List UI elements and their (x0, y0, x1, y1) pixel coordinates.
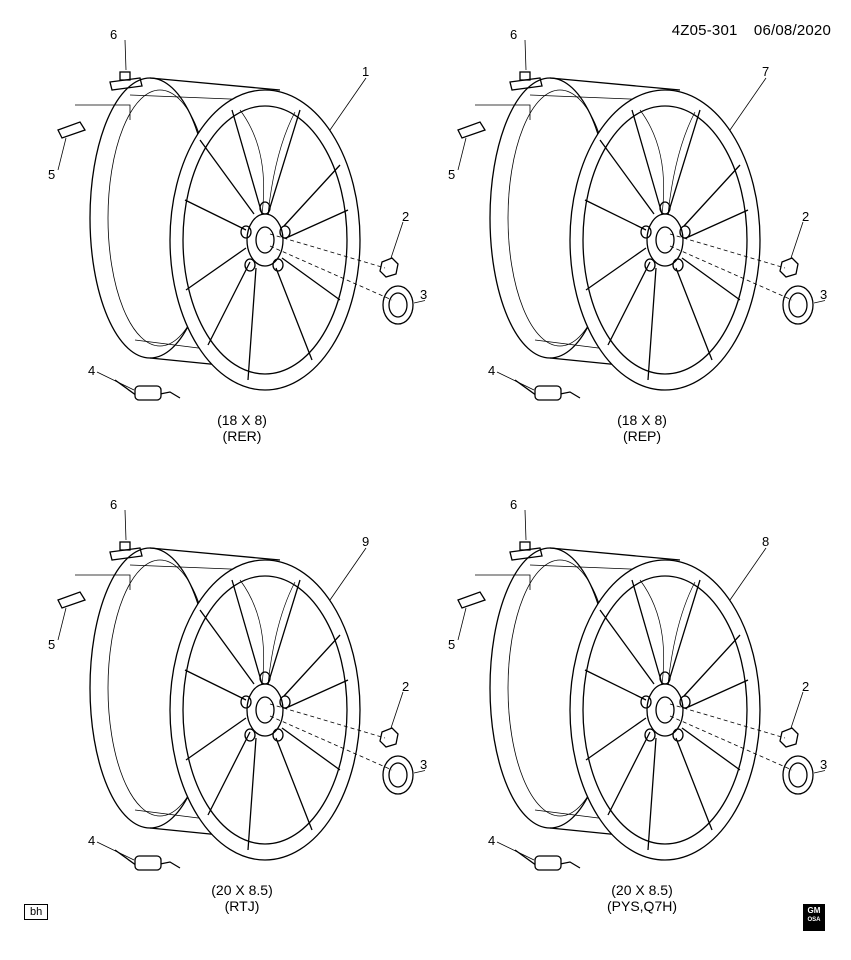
balance-weight (457, 121, 486, 139)
center-cap-emblem (388, 292, 408, 318)
wheel-panel-3: 6 5 9 2 3 4 (20 X 8.5) (RTJ) (0, 470, 428, 950)
wheel-rpo-code: (PYS,Q7H) (606, 898, 677, 914)
gm-logo-text: GM (807, 906, 821, 915)
diagram-header: 4Z05-301 06/08/2020 (660, 22, 831, 39)
wheel-panel-4: 6 5 8 2 3 4 (20 X 8.5) (PYS,Q7H) (400, 470, 828, 950)
callout-3: 3 (820, 757, 828, 772)
wheel-lip (582, 575, 748, 845)
callout-4: 4 (488, 833, 496, 848)
callout-2: 2 (802, 209, 810, 224)
callout-wheel: 1 (362, 64, 370, 79)
center-cap (782, 285, 814, 325)
callout-wheel: 9 (362, 534, 370, 549)
diagram-code: 4Z05-301 (671, 22, 738, 39)
callout-6: 6 (110, 27, 118, 42)
tpms-sensor-body (534, 385, 562, 401)
leader-weight (475, 104, 531, 120)
wheel-rpo-code: (RTJ) (224, 898, 260, 914)
diagram-date: 06/08/2020 (753, 22, 831, 39)
callout-5: 5 (48, 637, 56, 652)
leader-weight (475, 574, 531, 590)
callout-5: 5 (48, 167, 56, 182)
callout-wheel: 8 (762, 534, 770, 549)
center-cap (782, 755, 814, 795)
callout-2: 2 (802, 679, 810, 694)
wheel-center-bore (655, 226, 675, 254)
callout-3: 3 (820, 287, 828, 302)
lug-nut (379, 257, 399, 278)
wheel-caption: (18 X 8) (REP) (542, 412, 742, 444)
balance-weight (457, 591, 486, 609)
leader-weight (75, 104, 131, 120)
wheel-size: (18 X 8) (217, 412, 267, 428)
wheel-rpo-code: (REP) (622, 428, 662, 444)
barrel-top-edge (549, 547, 681, 561)
wheel-size: (18 X 8) (617, 412, 667, 428)
balance-weight (57, 121, 86, 139)
author-initials-box: bh (24, 904, 49, 920)
tpms-sensor-body (134, 385, 162, 401)
center-cap (382, 285, 414, 325)
barrel-top-edge (149, 77, 281, 91)
wheel-caption: (20 X 8.5) (PYS,Q7H) (542, 882, 742, 914)
callout-5: 5 (448, 167, 456, 182)
callout-4: 4 (88, 363, 96, 378)
callout-wheel: 7 (762, 64, 770, 79)
leader-weight (75, 574, 131, 590)
center-cap-emblem (788, 292, 808, 318)
wheel-lip (182, 575, 348, 845)
wheel-face (169, 559, 361, 861)
callout-2: 2 (402, 679, 410, 694)
wheel-face (169, 89, 361, 391)
lug-nut (379, 727, 399, 748)
wheel-caption: (18 X 8) (RER) (142, 412, 342, 444)
callout-6: 6 (510, 27, 518, 42)
lug-nut (779, 257, 799, 278)
wheel-rpo-code: (RER) (222, 428, 262, 444)
wheel-size: (20 X 8.5) (211, 882, 273, 898)
callout-4: 4 (88, 833, 96, 848)
wheel-face (569, 89, 761, 391)
callout-6: 6 (510, 497, 518, 512)
wheel-assembly-drawing (457, 39, 825, 401)
balance-weight (57, 591, 86, 609)
wheel-lip (182, 105, 348, 375)
barrel-top-edge (549, 77, 681, 91)
callout-2: 2 (402, 209, 410, 224)
tpms-sensor-body (134, 855, 162, 871)
wheel-assembly-drawing (57, 509, 425, 871)
wheel-size: (20 X 8.5) (611, 882, 673, 898)
wheel-assembly-drawing (457, 509, 825, 871)
center-cap (382, 755, 414, 795)
callout-5: 5 (448, 637, 456, 652)
wheel-center-bore (655, 696, 675, 724)
gm-logo: GM OSA (803, 904, 825, 931)
callout-3: 3 (420, 757, 428, 772)
wheel-panel-2: 6 5 7 2 3 4 (18 X 8) (REP) (400, 0, 828, 480)
wheel-center-bore (255, 696, 275, 724)
wheel-center-bore (255, 226, 275, 254)
wheel-face (569, 559, 761, 861)
center-cap-emblem (388, 762, 408, 788)
lug-nut (779, 727, 799, 748)
wheel-assembly-drawing (57, 39, 425, 401)
tpms-sensor-body (534, 855, 562, 871)
callout-6: 6 (110, 497, 118, 512)
wheel-panel-1: 6 5 1 2 3 4 (18 X 8) (RER) (0, 0, 428, 480)
wheel-caption: (20 X 8.5) (RTJ) (142, 882, 342, 914)
barrel-top-edge (149, 547, 281, 561)
callout-3: 3 (420, 287, 428, 302)
center-cap-emblem (788, 762, 808, 788)
callout-4: 4 (488, 363, 496, 378)
wheel-lip (582, 105, 748, 375)
gm-logo-subtext: OSA (807, 917, 821, 923)
